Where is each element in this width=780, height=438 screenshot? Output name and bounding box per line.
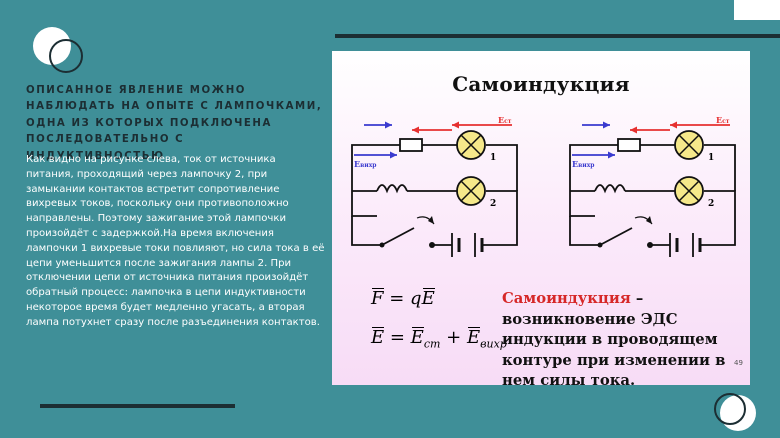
self-induction-definition: Самоиндукция – возникновение ЭДС индукци… [502, 289, 742, 392]
circle-decoration-bottom-right [714, 393, 756, 431]
lamp-1-icon [456, 130, 486, 160]
formula-force-eq: = q [383, 288, 422, 309]
circuit-diagram-left: 1 2 [351, 115, 518, 257]
formula-field-lhs: E [371, 327, 385, 348]
circuit-wires [569, 144, 736, 246]
e-st-label: Eст [498, 115, 512, 125]
lamp-1-number: 1 [708, 153, 714, 163]
blue-eddy-arrow-icon [354, 121, 397, 159]
e-st-label: Eст [716, 115, 730, 125]
page-number: 49 [734, 359, 743, 367]
lamp-2-icon [456, 176, 486, 206]
circle-decoration-top-left [33, 27, 83, 73]
slide-heading: Описанное явление можно наблюдать на опы… [26, 85, 323, 162]
resistor-icon [399, 138, 423, 152]
formula-field-t2: E [466, 327, 481, 348]
illustration-panel: Самоиндукция [332, 51, 750, 389]
blue-eddy-arrow-icon [572, 121, 615, 159]
battery-icon [451, 233, 484, 257]
red-current-arrow-icon [630, 121, 730, 134]
lamp-1-number: 1 [490, 153, 496, 163]
slide-body-text: Как видно на рисунке слева, ток от источ… [26, 154, 325, 328]
switch-icon [597, 216, 653, 248]
lamp-2-number: 2 [490, 199, 496, 209]
formula-force-rhs: E [421, 288, 435, 309]
formula-field-sum: E = Eст + Eвихр [371, 327, 507, 351]
formula-field-t1: E [410, 327, 424, 348]
definition-text: – возникновение ЭДС индукции в проводяще… [502, 290, 726, 390]
formula-field-plus: + [440, 327, 467, 348]
e-vihr-label: Eвихр [572, 159, 595, 169]
lamp-2-icon [674, 176, 704, 206]
formula-field-eq: = [384, 327, 411, 348]
inductor-coil-icon [376, 184, 408, 194]
formula-force-lhs: F [371, 288, 384, 309]
panel-title: Самоиндукция [452, 72, 630, 96]
formula-field-t1-sub: ст [423, 337, 441, 351]
circuit-diagram-right: 1 2 [569, 115, 736, 257]
red-current-arrow-icon [412, 121, 512, 134]
lamp-2-number: 2 [708, 199, 714, 209]
formula-force: F = qE [371, 288, 435, 309]
circuit-wires [351, 144, 518, 246]
corner-decoration [734, 0, 780, 20]
bottom-decorative-line [40, 404, 235, 408]
lamp-1-icon [674, 130, 704, 160]
top-decorative-line [335, 34, 780, 38]
formula-field-t2-sub: вихр [480, 337, 507, 351]
battery-icon [669, 233, 702, 257]
resistor-icon [617, 138, 641, 152]
e-vihr-label: Eвихр [354, 159, 377, 169]
definition-term: Самоиндукция [502, 290, 631, 307]
switch-icon [379, 216, 435, 248]
inductor-coil-icon [594, 184, 626, 194]
